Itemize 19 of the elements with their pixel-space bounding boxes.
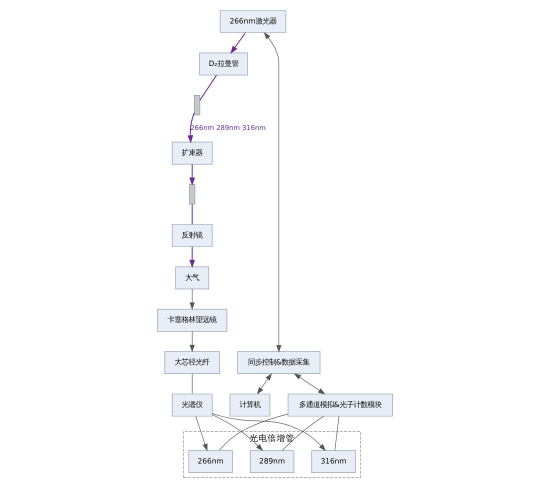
node-bar xyxy=(189,184,196,204)
arrow xyxy=(189,246,196,268)
arrow xyxy=(195,416,208,452)
connector xyxy=(199,74,218,101)
node-bar xyxy=(194,95,200,116)
arrow xyxy=(212,413,326,452)
arrow xyxy=(212,414,264,452)
connector xyxy=(218,414,288,451)
arrow xyxy=(230,32,246,54)
arrow xyxy=(294,373,326,394)
connector xyxy=(192,204,193,225)
arrow xyxy=(256,373,272,394)
arrow xyxy=(189,164,196,186)
arrow xyxy=(264,32,282,352)
arrow xyxy=(190,331,195,352)
connector xyxy=(334,416,340,451)
arrow xyxy=(190,288,195,310)
connector xyxy=(282,416,324,451)
arrow xyxy=(188,112,195,144)
